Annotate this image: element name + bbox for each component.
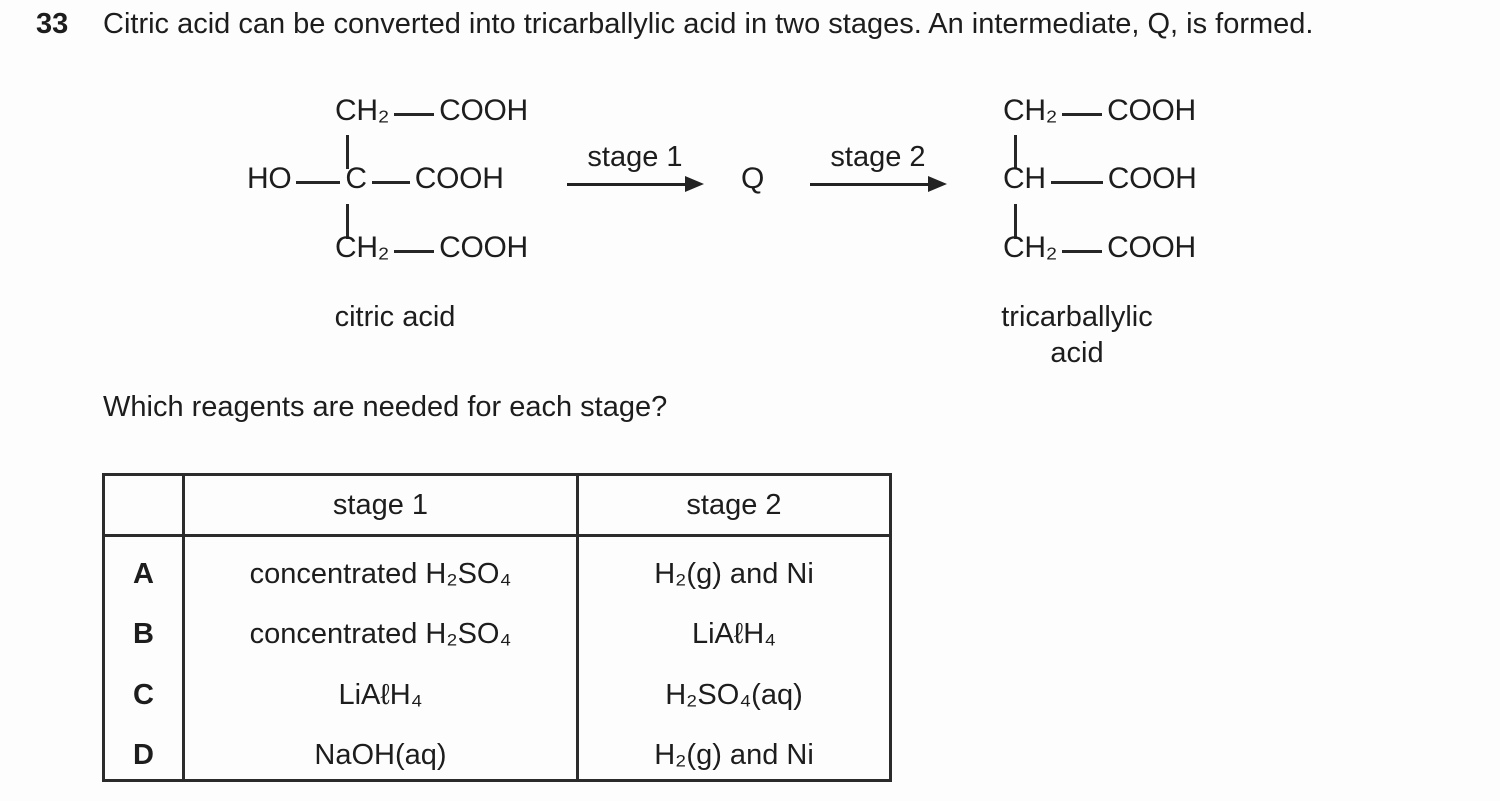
- bond-line-vertical: [1014, 135, 1017, 169]
- formula-row-bottom: CH₂ COOH: [335, 230, 528, 266]
- stage1-arrow: [567, 176, 704, 192]
- question-prompt: Which reagents are needed for each stage…: [103, 391, 668, 423]
- bond-line-horizontal: [1062, 250, 1103, 253]
- table-row-c: C LiAℓH₄ H₂SO₄(aq): [105, 658, 889, 719]
- stage1-reagent: NaOH(aq): [185, 718, 579, 779]
- arrow-shaft: [810, 182, 928, 186]
- bond-line-vertical: [1014, 204, 1017, 239]
- formula-ch2: CH₂: [1003, 231, 1058, 264]
- formula-row-top: CH₂ COOH: [335, 93, 528, 129]
- tricarballylic-acid-caption: tricarballylic acid: [1001, 301, 1153, 369]
- stage2-label: stage 2: [830, 141, 926, 173]
- table-row-a: A concentrated H₂SO₄ H₂(g) and Ni: [105, 537, 889, 598]
- formula-row-middle: CH COOH: [1003, 161, 1197, 197]
- table-header-stage2: stage 2: [686, 488, 782, 521]
- arrow-head-icon: [685, 176, 704, 192]
- option-letter: C: [105, 658, 185, 719]
- table-header-stage1: stage 1: [185, 476, 579, 534]
- stage2-reagent: H₂(g) and Ni: [654, 557, 814, 590]
- citric-acid-structure: CH₂ COOH HO C COOH CH₂ COOH citric acid: [247, 93, 537, 353]
- formula-ch2: CH₂: [1003, 94, 1058, 127]
- stage1-reagent: concentrated H₂SO₄: [185, 597, 579, 658]
- stage1-reagent: concentrated H₂SO₄: [185, 537, 579, 598]
- formula-cooh: COOH: [1107, 94, 1196, 127]
- formula-cooh: COOH: [414, 162, 504, 195]
- question-text: Citric acid can be converted into tricar…: [103, 8, 1314, 40]
- option-letter: B: [105, 597, 185, 658]
- table-row-b: B concentrated H₂SO₄ LiAℓH₄: [105, 597, 889, 658]
- bond-line-vertical: [346, 204, 349, 239]
- formula-cooh: COOH: [1107, 231, 1196, 264]
- formula-row-middle: HO C COOH: [247, 161, 504, 197]
- table-header-row: stage 1 stage 2: [105, 476, 889, 537]
- bond-line-vertical: [346, 135, 349, 169]
- bond-line-horizontal: [394, 250, 435, 253]
- tricarballylic-acid-structure: CH₂ COOH CH COOH CH₂ COOH tricarballylic…: [1001, 93, 1293, 369]
- option-letter: D: [105, 718, 185, 779]
- question-number: 33: [36, 8, 69, 40]
- formula-cooh: COOH: [439, 231, 528, 264]
- formula-cooh: COOH: [1107, 162, 1197, 195]
- arrow-head-icon: [928, 176, 947, 192]
- formula-ch2: CH₂: [335, 94, 390, 127]
- formula-ch: CH: [1003, 162, 1046, 195]
- formula-ho: HO: [247, 162, 292, 195]
- citric-acid-caption: citric acid: [334, 301, 456, 333]
- formula-cooh: COOH: [439, 94, 528, 127]
- stage1-label: stage 1: [587, 141, 683, 173]
- reagent-table: stage 1 stage 2 A concentrated H₂SO₄ H₂(…: [102, 473, 892, 782]
- stage2-reagent: H₂SO₄(aq): [665, 678, 803, 711]
- table-header-blank: [105, 476, 185, 534]
- stage1-reagent: LiAℓH₄: [185, 658, 579, 719]
- table-row-d: D NaOH(aq) H₂(g) and Ni: [105, 718, 889, 779]
- stage2-reagent: LiAℓH₄: [691, 618, 777, 651]
- bond-line-horizontal: [371, 181, 410, 184]
- formula-c: C: [345, 162, 367, 195]
- intermediate-q-label: Q: [741, 162, 765, 195]
- formula-row-bottom: CH₂ COOH: [1003, 230, 1196, 266]
- bond-line-horizontal: [1050, 181, 1103, 184]
- option-letter: A: [105, 537, 185, 598]
- stage2-arrow: [810, 176, 947, 192]
- formula-row-top: CH₂ COOH: [1003, 93, 1196, 129]
- bond-line-horizontal: [394, 113, 435, 116]
- formula-ch2: CH₂: [335, 231, 390, 264]
- stage2-reagent: H₂(g) and Ni: [654, 739, 814, 772]
- arrow-shaft: [567, 182, 685, 186]
- bond-line-horizontal: [296, 181, 341, 184]
- bond-line-horizontal: [1062, 113, 1103, 116]
